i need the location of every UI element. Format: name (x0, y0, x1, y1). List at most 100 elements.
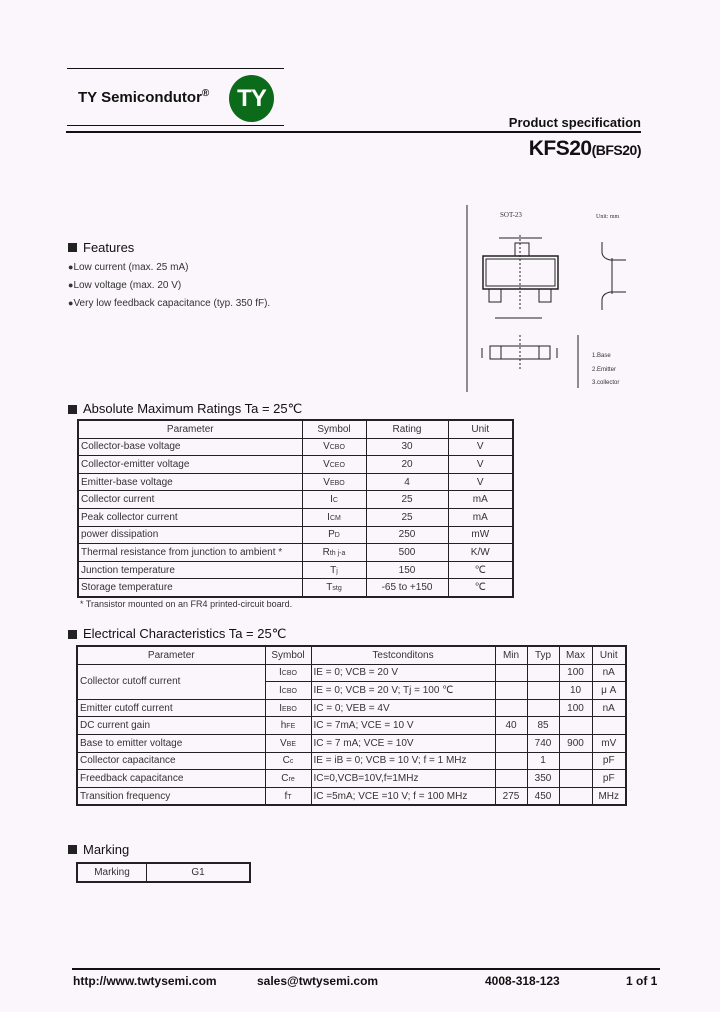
symbol-subscript: stg (332, 585, 342, 593)
rating-cell: 4 (365, 472, 449, 492)
max-cell (558, 716, 593, 735)
symbol: I (279, 684, 282, 696)
svg-text:2.Emitter: 2.Emitter (592, 367, 616, 373)
unit-cell: MHz (591, 786, 627, 806)
parameter-cell: Base to emitter voltage (76, 733, 266, 753)
symbol: I (279, 702, 282, 714)
unit-cell: ℃ (447, 560, 514, 580)
symbol: C (282, 755, 290, 767)
symbol-cell: IC (301, 490, 367, 509)
svg-text:1.Base: 1.Base (592, 353, 611, 359)
symbol: I (327, 511, 330, 523)
parameter-cell: Collector cutoff current (76, 663, 266, 700)
typ-cell (526, 681, 560, 700)
features-heading: Features (68, 240, 134, 255)
unit-cell: ℃ (447, 578, 514, 598)
parameter-cell: Transition frequency (76, 786, 266, 806)
col-header: Parameter (77, 419, 303, 439)
typ-cell (526, 698, 560, 718)
typ-cell: 1 (526, 751, 560, 771)
col-header: Rating (365, 419, 449, 439)
product-specification: Product specification (508, 115, 641, 130)
min-cell: 275 (494, 786, 528, 806)
symbol-cell: VEBO (301, 472, 367, 492)
symbol-cell: ICBO (264, 681, 312, 700)
col-header: Min (494, 645, 528, 665)
svg-text:3.collector: 3.collector (592, 380, 619, 386)
symbol-subscript: c (289, 758, 294, 766)
symbol-subscript: CBO (281, 670, 297, 678)
unit-cell: pF (591, 751, 627, 771)
svg-text:Unit: mm: Unit: mm (596, 214, 620, 220)
col-header: Testconditons (310, 645, 496, 665)
symbol: T (330, 564, 337, 576)
col-header: Unit (591, 645, 627, 665)
unit-cell: mA (447, 490, 514, 509)
unit-cell: mV (591, 733, 627, 753)
unit-cell: mA (447, 507, 514, 527)
symbol-subscript: CEO (329, 461, 345, 469)
symbol-subscript: T (287, 793, 292, 801)
brand-name: TY Semicondutor® (78, 88, 210, 106)
symbol-cell: Cre (264, 769, 312, 788)
rating-cell: -65 to +150 (365, 578, 449, 598)
table-row: Thermal resistance from junction to ambi… (77, 543, 514, 562)
col-header: Max (558, 645, 593, 665)
symbol: V (323, 458, 330, 470)
condition-cell: IC =5mA; VCE =10 V; f = 100 MHz (310, 786, 496, 806)
parameter-cell: Collector-emitter voltage (77, 455, 303, 474)
condition-cell: IC = 0; VEB = 4V (310, 698, 496, 718)
symbol-cell: fT (264, 786, 312, 806)
elec-char-table: Parameter Symbol Testconditons Min Typ M… (76, 645, 627, 807)
unit-cell: V (447, 472, 514, 492)
symbol: V (323, 476, 330, 488)
min-cell (494, 733, 528, 753)
part-number: KFS20(BFS20) (528, 137, 642, 160)
min-cell (494, 663, 528, 683)
footer-rule (72, 968, 660, 970)
rating-cell: 150 (365, 560, 449, 580)
symbol-subscript: CM (329, 514, 341, 522)
rating-cell: 250 (365, 525, 449, 545)
condition-cell: IE = 0; VCB = 20 V; Tj = 100 ℃ (310, 681, 496, 700)
symbol-subscript: FE (286, 723, 296, 731)
rating-cell: 25 (365, 507, 449, 527)
parameter-cell: Collector-base voltage (77, 437, 303, 457)
table-header-row: Parameter Symbol Testconditons Min Typ M… (76, 645, 627, 665)
footer-email[interactable]: sales@twtysemi.com (257, 974, 379, 988)
symbol-cell: Cc (264, 751, 312, 771)
footer-page: 1 of 1 (626, 974, 658, 988)
symbol-subscript: th j-a (329, 549, 346, 557)
col-header: Parameter (76, 645, 266, 665)
parameter-cell: Freedback capacitance (76, 769, 266, 788)
max-cell: 100 (558, 698, 593, 718)
typ-cell: 740 (526, 733, 560, 753)
symbol-subscript: D (334, 532, 340, 540)
symbol: T (326, 582, 333, 594)
parameter-cell: Thermal resistance from junction to ambi… (77, 543, 303, 562)
symbol-cell: Tj (301, 560, 367, 580)
svg-text:SOT-23: SOT-23 (500, 211, 522, 219)
symbol-cell: ICBO (264, 663, 312, 683)
rating-cell: 20 (365, 455, 449, 474)
symbol-cell: IEBO (264, 698, 312, 718)
symbol-subscript: EBO (329, 479, 345, 487)
footer-url[interactable]: http://www.twtysemi.com (73, 974, 217, 988)
unit-cell: K/W (447, 543, 514, 562)
symbol-subscript: re (288, 775, 295, 783)
max-cell (558, 786, 593, 806)
condition-cell: IC=0,VCB=10V,f=1MHz (310, 769, 496, 788)
parameter-cell: DC current gain (76, 716, 266, 735)
rating-cell: 500 (365, 543, 449, 562)
symbol-cell: PD (301, 525, 367, 545)
